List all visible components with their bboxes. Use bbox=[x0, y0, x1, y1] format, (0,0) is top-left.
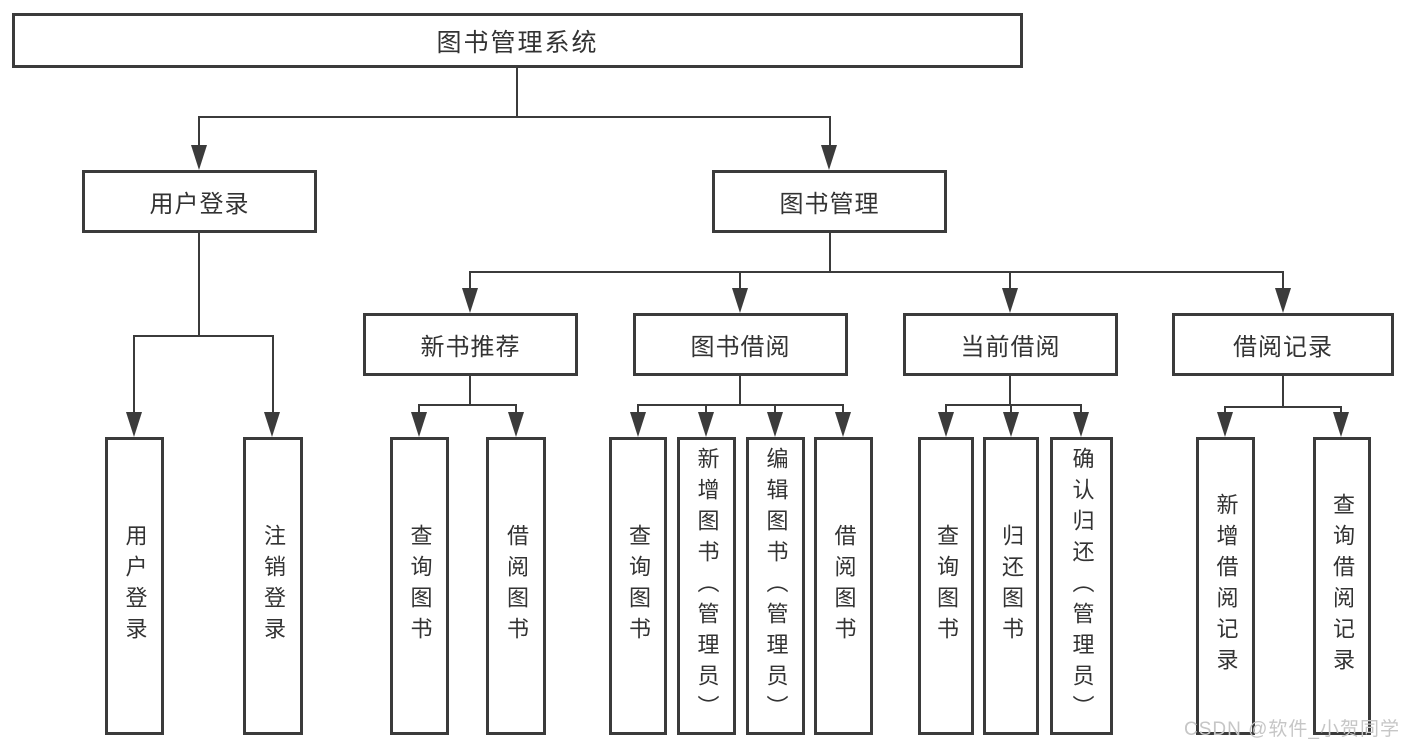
leaf-query-books-borrow: 查询图书 bbox=[609, 437, 667, 735]
leaf-query-books-borrow-label: 查询图书 bbox=[626, 524, 651, 648]
connector-user-login-drop bbox=[198, 116, 200, 149]
arrow-down-icon bbox=[411, 412, 427, 437]
connector-current-stem bbox=[1009, 376, 1011, 406]
leaf-edit-book-admin-label: 编辑图书（管理员） bbox=[763, 446, 789, 726]
connector-leaf-drop bbox=[842, 404, 844, 414]
connector-level3-drop bbox=[1282, 271, 1284, 290]
leaf-query-books-current-label: 查询图书 bbox=[934, 524, 959, 648]
node-book-borrow-label: 图书借阅 bbox=[690, 334, 791, 361]
leaf-confirm-return-admin-label: 确认归还（管理员） bbox=[1069, 446, 1095, 726]
connector-records-stem bbox=[1282, 376, 1284, 408]
leaf-edit-book-admin: 编辑图书（管理员） bbox=[746, 437, 805, 735]
arrow-down-icon bbox=[821, 145, 837, 170]
leaf-query-borrow-record-label: 查询借阅记录 bbox=[1330, 493, 1355, 679]
connector-records-split bbox=[1225, 406, 1342, 408]
node-book-management: 图书管理 bbox=[712, 170, 947, 233]
leaf-query-books-recommend: 查询图书 bbox=[390, 437, 449, 735]
leaf-user-login-label: 用户登录 bbox=[122, 524, 148, 648]
arrow-down-icon bbox=[508, 412, 524, 437]
connector-leaf-drop bbox=[418, 404, 420, 414]
connector-leaf-drop bbox=[1080, 404, 1082, 414]
leaf-add-book-admin-label: 新增图书（管理员） bbox=[694, 446, 720, 726]
leaf-add-borrow-record-label: 新增借阅记录 bbox=[1213, 493, 1239, 679]
arrow-down-icon bbox=[264, 412, 280, 437]
leaf-borrow-books-2-label: 借阅图书 bbox=[831, 524, 857, 648]
leaf-add-book-admin: 新增图书（管理员） bbox=[677, 437, 736, 735]
connector-leaf-drop bbox=[637, 404, 639, 414]
node-current-borrow-label: 当前借阅 bbox=[960, 334, 1061, 361]
leaf-borrow-books-2: 借阅图书 bbox=[814, 437, 873, 735]
node-book-management-label: 图书管理 bbox=[779, 191, 880, 218]
node-user-login: 用户登录 bbox=[82, 170, 317, 233]
leaf-add-borrow-record: 新增借阅记录 bbox=[1196, 437, 1255, 735]
node-new-book-recommend: 新书推荐 bbox=[363, 313, 578, 376]
connector-leaf-drop bbox=[133, 335, 135, 415]
connector-book-mgmt-stem bbox=[829, 232, 831, 273]
connector-user-login-stem bbox=[198, 232, 200, 337]
node-book-borrow: 图书借阅 bbox=[633, 313, 848, 376]
connector-leaf-drop bbox=[1010, 404, 1012, 414]
arrow-down-icon bbox=[1003, 412, 1019, 437]
connector-newbook-stem bbox=[469, 376, 471, 406]
node-root-label: 图书管理系统 bbox=[436, 28, 599, 57]
connector-level3-drop bbox=[1009, 271, 1011, 290]
leaf-query-books-recommend-label: 查询图书 bbox=[407, 524, 433, 648]
leaf-borrow-books-recommend: 借阅图书 bbox=[486, 437, 546, 735]
arrow-down-icon bbox=[1333, 412, 1349, 437]
arrow-down-icon bbox=[698, 412, 714, 437]
connector-level3-drop bbox=[469, 271, 471, 290]
connector-leaf-drop bbox=[272, 335, 274, 415]
leaf-query-books-current: 查询图书 bbox=[918, 437, 974, 735]
leaf-query-borrow-record: 查询借阅记录 bbox=[1313, 437, 1371, 735]
csdn-watermark: CSDN @软件_小贺同学 bbox=[1184, 719, 1400, 740]
arrow-down-icon bbox=[1217, 412, 1233, 437]
leaf-logout-label: 注销登录 bbox=[261, 524, 286, 648]
connector-leaf-drop bbox=[945, 404, 947, 414]
connector-leaf-drop bbox=[515, 404, 517, 414]
leaf-return-books: 归还图书 bbox=[983, 437, 1039, 735]
connector-level3-drop bbox=[739, 271, 741, 290]
arrow-down-icon bbox=[462, 288, 478, 313]
connector-bookborrow-stem bbox=[739, 376, 741, 406]
arrow-down-icon bbox=[767, 412, 783, 437]
arrow-down-icon bbox=[191, 145, 207, 170]
connector-leaf-drop bbox=[705, 404, 707, 414]
connector-book-mgmt-drop bbox=[829, 116, 831, 149]
leaf-borrow-books-recommend-label: 借阅图书 bbox=[504, 524, 529, 648]
arrow-down-icon bbox=[126, 412, 142, 437]
leaf-confirm-return-admin: 确认归还（管理员） bbox=[1050, 437, 1113, 735]
leaf-return-books-label: 归还图书 bbox=[999, 524, 1024, 648]
connector-current-split bbox=[946, 404, 1082, 406]
connector-leaf-drop bbox=[1224, 406, 1226, 414]
node-user-login-label: 用户登录 bbox=[149, 191, 250, 218]
arrow-down-icon bbox=[835, 412, 851, 437]
arrow-down-icon bbox=[938, 412, 954, 437]
connector-leaf-drop bbox=[774, 404, 776, 414]
connector-bookborrow-split bbox=[638, 404, 844, 406]
connector-level3-split bbox=[470, 271, 1284, 273]
node-current-borrow: 当前借阅 bbox=[903, 313, 1118, 376]
connector-root-split bbox=[198, 116, 831, 118]
connector-user-login-split bbox=[134, 335, 274, 337]
arrow-down-icon bbox=[630, 412, 646, 437]
arrow-down-icon bbox=[1275, 288, 1291, 313]
node-borrow-records-label: 借阅记录 bbox=[1233, 334, 1333, 361]
leaf-user-login: 用户登录 bbox=[105, 437, 164, 735]
connector-root-stem bbox=[516, 68, 518, 118]
arrow-down-icon bbox=[1002, 288, 1018, 313]
node-borrow-records: 借阅记录 bbox=[1172, 313, 1394, 376]
leaf-logout: 注销登录 bbox=[243, 437, 303, 735]
connector-leaf-drop bbox=[1340, 406, 1342, 414]
arrow-down-icon bbox=[1073, 412, 1089, 437]
connector-newbook-split bbox=[419, 404, 516, 406]
node-root: 图书管理系统 bbox=[12, 13, 1023, 68]
node-new-book-recommend-label: 新书推荐 bbox=[420, 334, 521, 361]
arrow-down-icon bbox=[732, 288, 748, 313]
